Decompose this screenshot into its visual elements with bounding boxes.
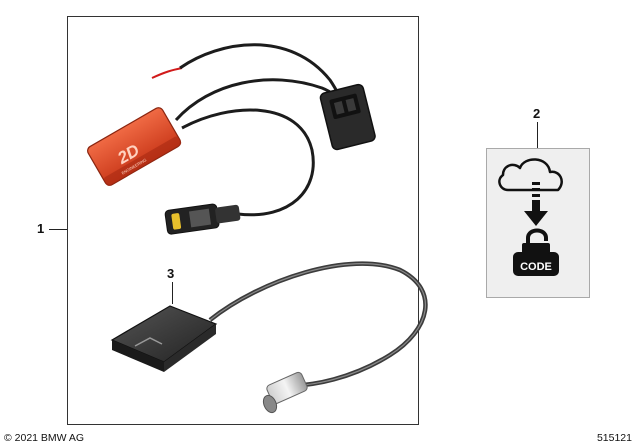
diagram-number: 515121 [596, 432, 632, 444]
gps-antenna [110, 305, 218, 372]
callout-1-leader [49, 229, 67, 230]
callout-3: 3 [167, 266, 175, 281]
arrow-down-icon [524, 200, 548, 226]
red-wire [151, 67, 183, 79]
code-label: CODE [520, 261, 552, 273]
signal-connector [164, 203, 241, 235]
power-connector [319, 83, 376, 151]
callout-1: 1 [37, 221, 45, 236]
copyright-text: © 2021 BMW AG [4, 432, 85, 444]
cable-module-to-plug [181, 108, 315, 217]
callout-2: 2 [533, 106, 541, 121]
control-module [87, 107, 182, 186]
antenna-plug [262, 371, 308, 414]
callout-3-leader [172, 282, 173, 304]
unlocked-padlock-icon [513, 228, 559, 276]
cloud-download-icon [498, 158, 563, 197]
callout-2-leader [537, 122, 538, 148]
